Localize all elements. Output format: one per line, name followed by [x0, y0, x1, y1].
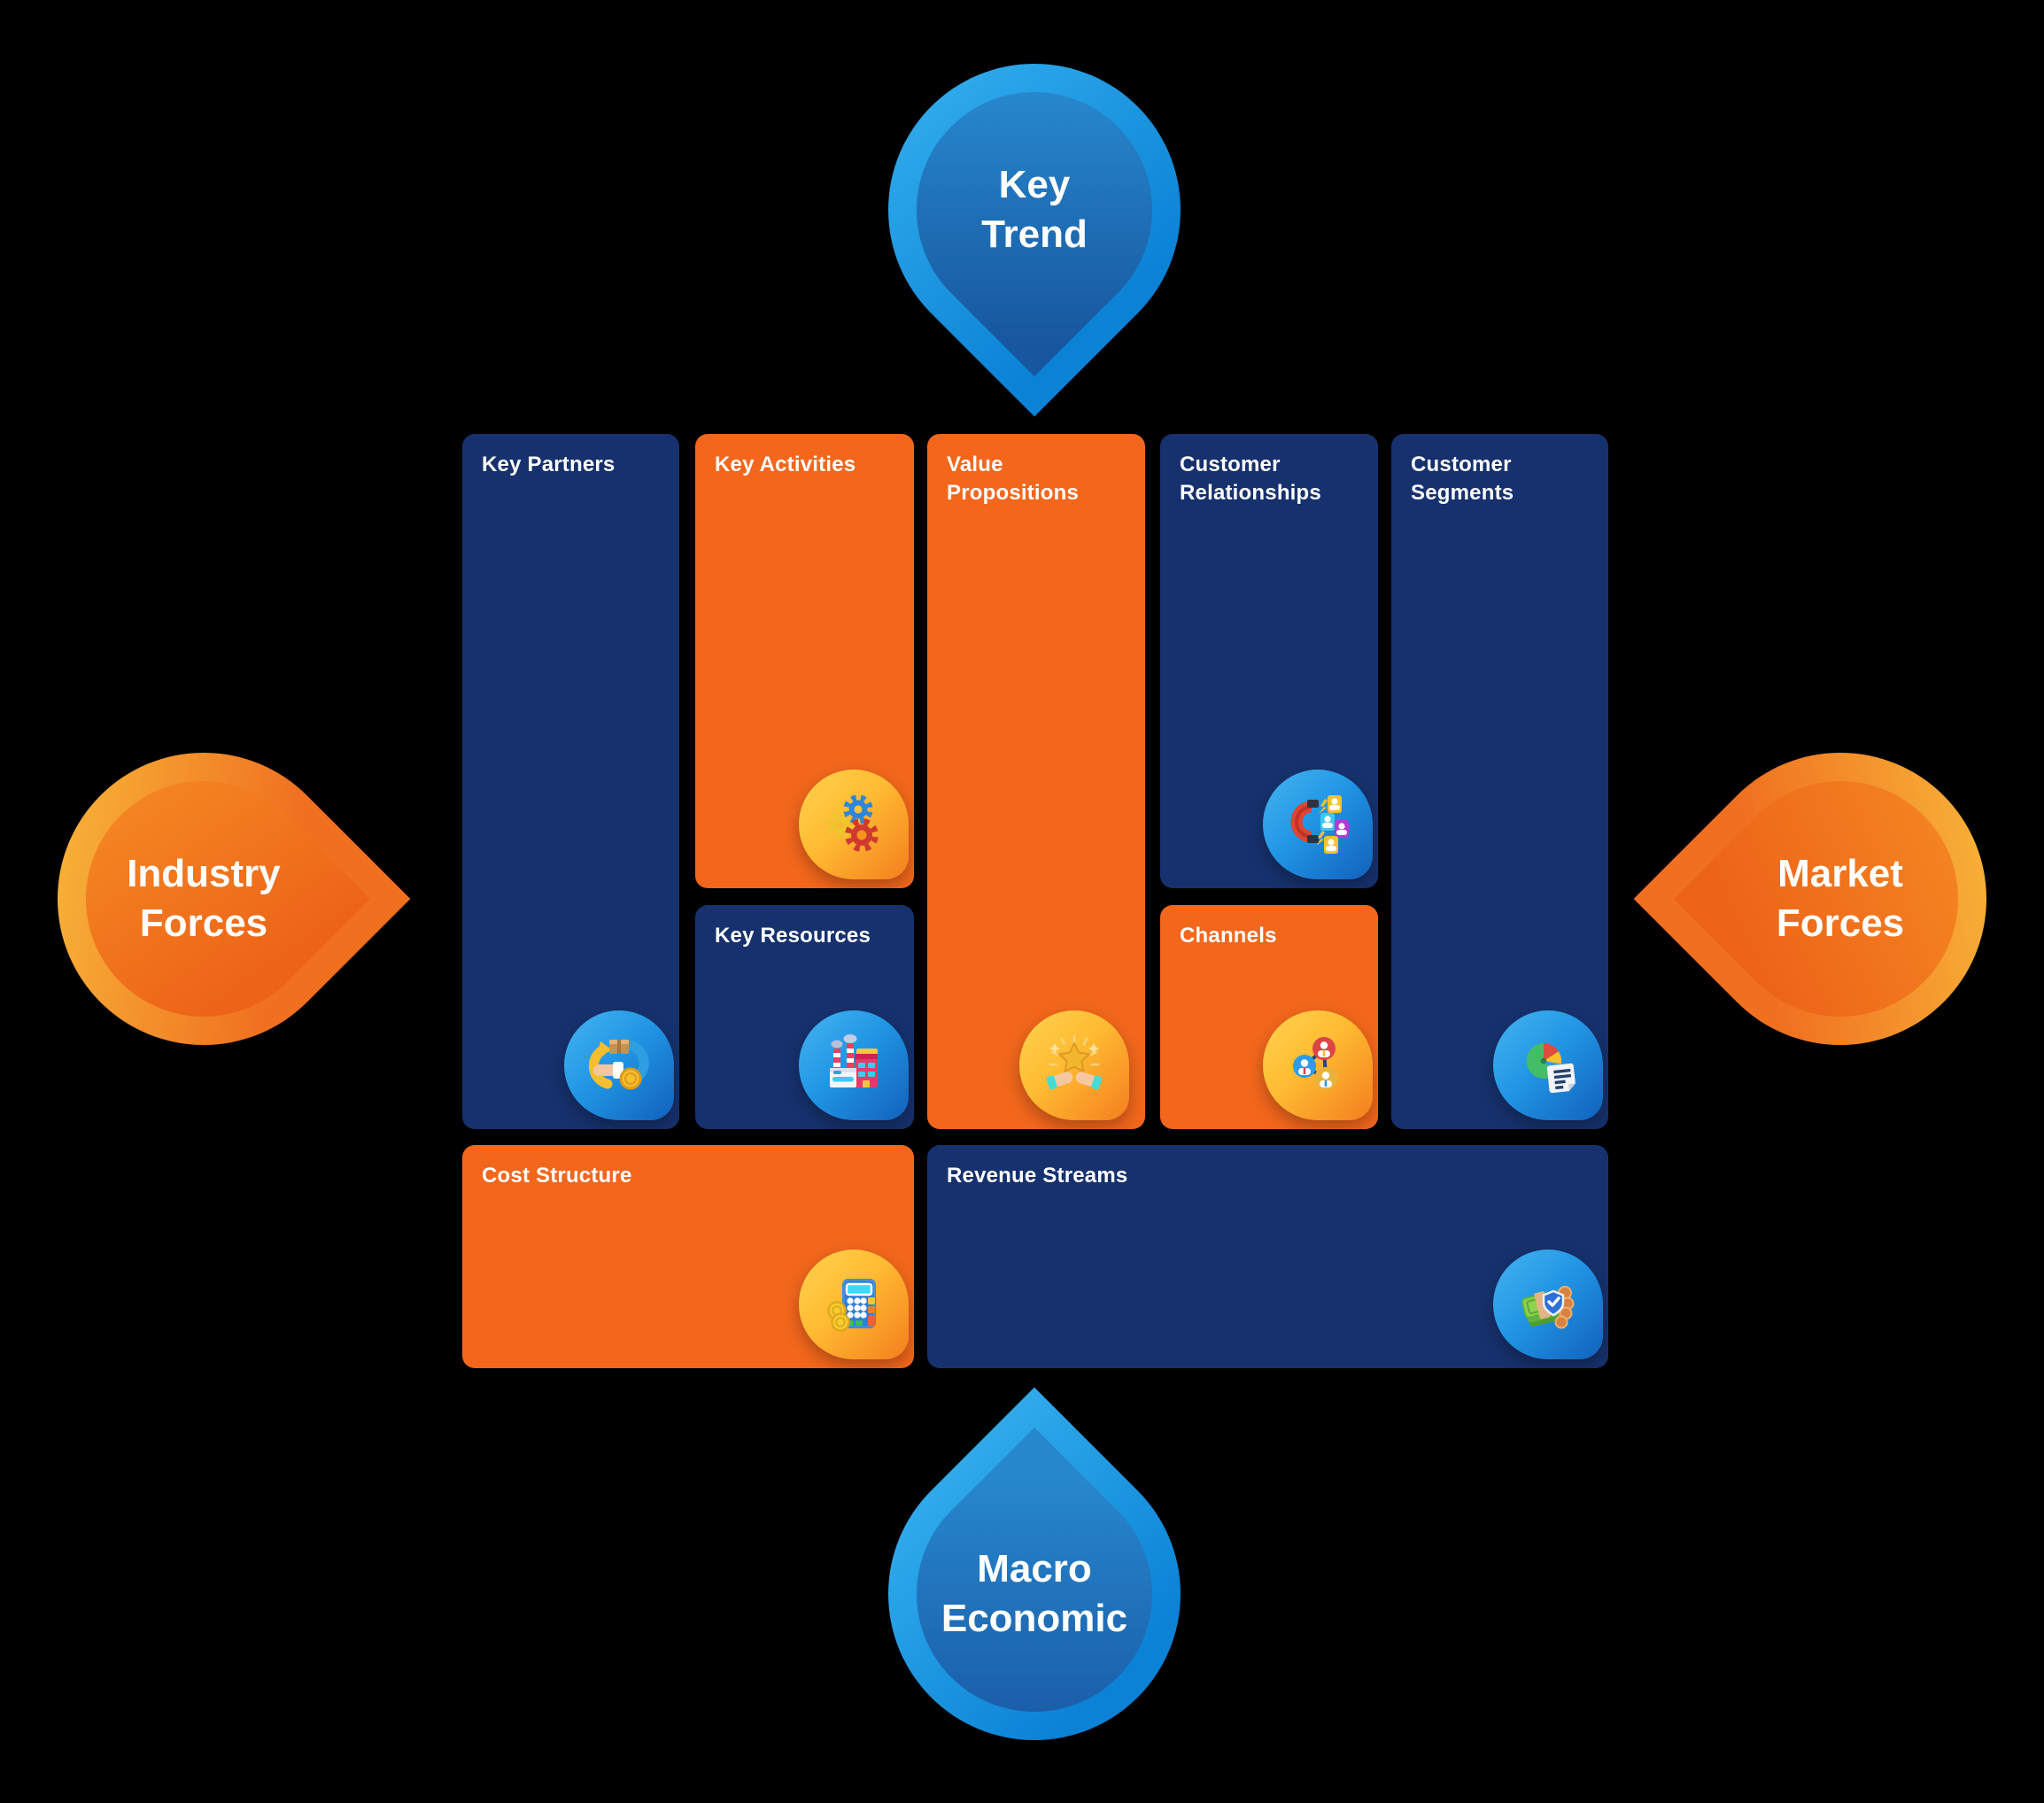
- block-title: Channels: [1180, 924, 1277, 948]
- icon-badge: [564, 1010, 674, 1120]
- calculator-coins-icon: [827, 1279, 876, 1332]
- pin-label-line: Macro: [977, 1547, 1092, 1591]
- block-title: Key Partners: [482, 453, 616, 476]
- people-network-icon: [1293, 1037, 1337, 1090]
- block-title: Customer Relationships: [1180, 453, 1321, 506]
- star-in-hands-icon: [1046, 1034, 1103, 1090]
- pin-label-line: Market: [1777, 852, 1903, 896]
- pin-label: Macro Economic: [888, 1448, 1181, 1740]
- block-title: Key Activities: [715, 453, 856, 476]
- gears-icon: [826, 794, 879, 852]
- pin-label: Industry Forces: [58, 753, 350, 1045]
- pin-label-line: Economic: [941, 1597, 1128, 1640]
- icon-badge: [1019, 1010, 1129, 1120]
- magnet-attraction-icon: [1290, 795, 1349, 854]
- pin-label: Key Trend: [888, 64, 1181, 356]
- block-customer-segments: Customer Segments: [1391, 434, 1608, 1129]
- icon-badge: [1263, 770, 1373, 879]
- pin-label-line: Forces: [1776, 902, 1905, 945]
- pin-key-trend: Key Trend: [827, 3, 1242, 417]
- icon-badge: [1493, 1250, 1603, 1359]
- trade-exchange-icon: [588, 1040, 649, 1090]
- factory-icon: [830, 1034, 878, 1087]
- block-channels: Channels: [1160, 905, 1378, 1129]
- block-cost-structure: Cost Structure: [462, 1145, 914, 1368]
- block-title: Customer Segments: [1411, 453, 1514, 506]
- icon-badge: [1493, 1010, 1603, 1120]
- block-revenue-streams: Revenue Streams: [927, 1145, 1608, 1368]
- pin-label: Market Forces: [1694, 753, 1986, 1045]
- block-title: Value Propositions: [947, 453, 1080, 506]
- pin-industry-forces: Industry Forces: [0, 692, 411, 1106]
- block-title: Revenue Streams: [947, 1164, 1128, 1188]
- block-value-propositions: Value Propositions: [927, 434, 1145, 1129]
- block-key-resources: Key Resources: [695, 905, 914, 1129]
- pin-label-line: Industry: [127, 852, 281, 896]
- block-title: Key Resources: [715, 924, 871, 948]
- block-title: Cost Structure: [482, 1164, 632, 1188]
- pin-market-forces: Market Forces: [1633, 692, 2044, 1106]
- pin-macro-economic: Macro Economic: [827, 1387, 1242, 1801]
- pin-label-line: Key: [998, 163, 1071, 207]
- pin-label-line: Trend: [981, 213, 1088, 256]
- icon-badge: [1263, 1010, 1373, 1120]
- icon-badge: [799, 770, 909, 879]
- icon-badge: [799, 1010, 909, 1120]
- block-customer-relationships: Customer Relationships: [1160, 434, 1378, 888]
- pin-label-line: Forces: [139, 902, 268, 945]
- block-key-partners: Key Partners: [462, 434, 679, 1129]
- block-key-activities: Key Activities: [695, 434, 914, 888]
- pie-chart-report-icon: [1526, 1043, 1576, 1094]
- money-shield-icon: [1521, 1286, 1575, 1329]
- icon-badge: [799, 1250, 909, 1359]
